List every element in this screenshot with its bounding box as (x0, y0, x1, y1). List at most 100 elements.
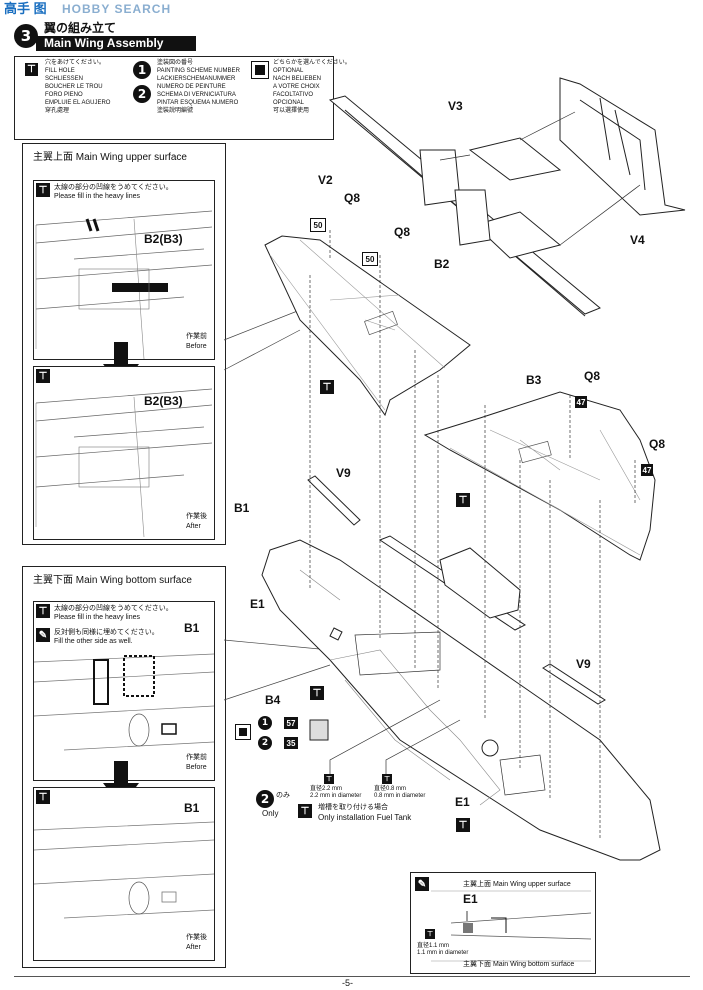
optional-icon (251, 61, 269, 79)
header-title-en: Main Wing Assembly (44, 36, 164, 50)
legend-hole-2: SCHLIESSEN (45, 76, 84, 82)
lower-after-jp: 作業後 (186, 934, 207, 941)
upper-instr-jp: 太線の部分の凹線をうめてください。 (54, 184, 173, 191)
part-label-q8-c: Q8 (584, 369, 601, 383)
step-header: 3 翼の組み立て Main Wing Assembly (14, 21, 196, 51)
lower-after-part-label: B1 (184, 801, 200, 815)
legend-optional-1: OPTIONAL (273, 68, 304, 74)
lower-after-box: ⊤ B1 作業後 After (33, 787, 215, 961)
header-title-jp: 翼の組み立て (44, 21, 117, 35)
part-label-v3: V3 (448, 99, 463, 113)
fill-icon: ⊤ (36, 790, 50, 804)
part-label-q8-b: Q8 (394, 225, 411, 239)
detail-upper-jp: 主翼上面 (463, 881, 491, 888)
detail-dia-en: 1.1 mm in diameter (417, 950, 469, 956)
part-label-b1: B1 (234, 501, 250, 515)
step-number-badge: 3 (14, 24, 38, 48)
legend-box: ⊤ 穴をあけてください。 FILL HOLE SCHLIESSEN BOUCHE… (14, 56, 351, 140)
part-label-b2: B2 (434, 257, 450, 271)
lower-instr2-en: Fill the other side as well. (54, 638, 133, 645)
detail-lower-en: Main Wing bottom surface (492, 961, 575, 968)
header-title-bar (36, 36, 196, 51)
watermark-logo: 高手 图 (4, 1, 47, 16)
e1-detail-drawing (431, 890, 592, 962)
legend-hole-5: EMPLUIE EL AGUJERO (45, 100, 111, 106)
lower-before-box: ⊤ 太線の部分の凹線をうめてください。 Please fill in the h… (33, 601, 215, 781)
paint-scheme-2-icon: 2 (256, 790, 274, 808)
detail-part-e1: E1 (463, 892, 478, 906)
upper-after-wing-drawing (35, 388, 213, 537)
drill-hole-icon: ⊤ (456, 493, 470, 507)
legend-paint-5: PINTAR ESQUEMA NUMERO (157, 100, 239, 106)
legend-hole-3: BOUCHER LE TROU (45, 84, 103, 90)
dia-0-8-en: 0.8 mm in diameter (374, 793, 426, 799)
fuel-tank-note: 2 のみ Only ⊤ 直径2.2 mm 2.2 mm in diameter … (256, 770, 456, 830)
footer-rule (14, 976, 690, 977)
detail-upper-en: Main Wing upper surface (492, 881, 571, 888)
upper-before-box: ⊤ 太線の部分の凹線をうめてください。 Please fill in the h… (33, 180, 215, 360)
bottom-surface-panel: 主翼下面 Main Wing bottom surface ⊤ 太線の部分の凹線… (22, 566, 226, 968)
watermark-site: HOBBY SEARCH (62, 2, 172, 16)
part-label-q8-d: Q8 (649, 437, 666, 451)
dia-2-2-jp: 直径2.2 mm (310, 786, 343, 792)
detail-lower-jp: 主翼下面 (463, 961, 491, 968)
legend-optional-2: NACH BELIEBEN (273, 76, 322, 82)
legend-optional-0: どちらかを選んでください。 (273, 60, 351, 66)
legend-optional-4: FACOLTATIVO (273, 92, 314, 98)
part-label-e1-b: E1 (455, 795, 470, 809)
page-number: -5- (342, 978, 353, 988)
lower-before-jp: 作業前 (186, 754, 207, 761)
legend-hole-1: FILL HOLE (45, 68, 75, 74)
decal-tag-47-a: 47 (575, 396, 587, 408)
part-label-e1-a: E1 (250, 597, 265, 611)
fill-icon: ⊤ (36, 604, 50, 618)
only-jp: のみ (276, 792, 290, 799)
decal-tag-35: 35 (284, 737, 298, 749)
upper-before-wing-drawing (35, 210, 213, 359)
decal-tag-47-b: 47 (641, 464, 653, 476)
drill-hole-icon: ⊤ (320, 380, 334, 394)
upper-after-jp: 作業後 (186, 513, 207, 520)
putty-icon: ✎ (36, 628, 50, 642)
part-label-v4: V4 (630, 233, 645, 247)
upper-panel-title: 主翼上面 Main Wing upper surface (33, 152, 187, 163)
upper-after-box: ⊤ B2(B3) 作業後 After (33, 366, 215, 540)
dia-2-2-en: 2.2 mm in diameter (310, 793, 362, 799)
part-label-v9-a: V9 (336, 466, 351, 480)
upper-after-en: After (186, 523, 201, 530)
legend-paint-4: SCHEMA DI VERNICIATURA (157, 92, 236, 98)
legend-paint-3: NUMERO DE PEINTURE (157, 84, 226, 90)
paint-scheme-1-icon: 1 (133, 61, 151, 79)
lower-before-part-label: B1 (184, 621, 200, 635)
lower-panel-title: 主翼下面 Main Wing bottom surface (33, 575, 192, 586)
legend-hole-0: 穴をあけてください。 (45, 60, 105, 66)
lower-instr2-jp: 反対側も同様に埋めてください。 (54, 629, 159, 636)
legend-optional-3: A VOTRE CHOIX (273, 84, 320, 90)
upper-before-jp: 作業前 (186, 333, 207, 340)
paint-scheme-2-icon: 2 (258, 736, 272, 750)
detail-lower-label: 主翼下面 Main Wing bottom surface (463, 961, 574, 969)
dia-0-8-jp: 直径0.8 mm (374, 786, 407, 792)
drill-hole-icon: ⊤ (324, 774, 334, 784)
upper-down-arrow (103, 342, 139, 388)
drill-hole-icon: ⊤ (298, 804, 312, 818)
part-label-q8-a: Q8 (344, 191, 361, 205)
drill-hole-icon: ⊤ (382, 774, 392, 784)
lower-down-arrow (103, 761, 139, 807)
lower-after-wing-drawing (34, 821, 214, 919)
fill-icon: ⊤ (36, 183, 50, 197)
legend-optional-6: 可以選擇使用 (273, 108, 310, 114)
part-label-b4: B4 (265, 693, 281, 707)
drill-hole-icon: ⊤ (456, 818, 470, 832)
drill-hole-icon: ⊤ (310, 686, 324, 700)
decal-tag-50-a: 50 (310, 218, 326, 232)
upper-surface-panel: 主翼上面 Main Wing upper surface ⊤ 太線の部分の凹線を… (22, 143, 226, 545)
fuel-note-jp: 増槽を取り付ける場合 (318, 804, 388, 811)
paint-scheme-2-icon: 2 (133, 85, 151, 103)
lower-instr-jp: 太線の部分の凹線をうめてください。 (54, 605, 173, 612)
lower-before-wing-drawing (34, 653, 214, 751)
legend-paint-6: 塗裝說明編號 (157, 108, 194, 114)
upper-before-en: Before (186, 343, 207, 350)
detail-dia-jp: 直径1.1 mm (417, 943, 450, 949)
